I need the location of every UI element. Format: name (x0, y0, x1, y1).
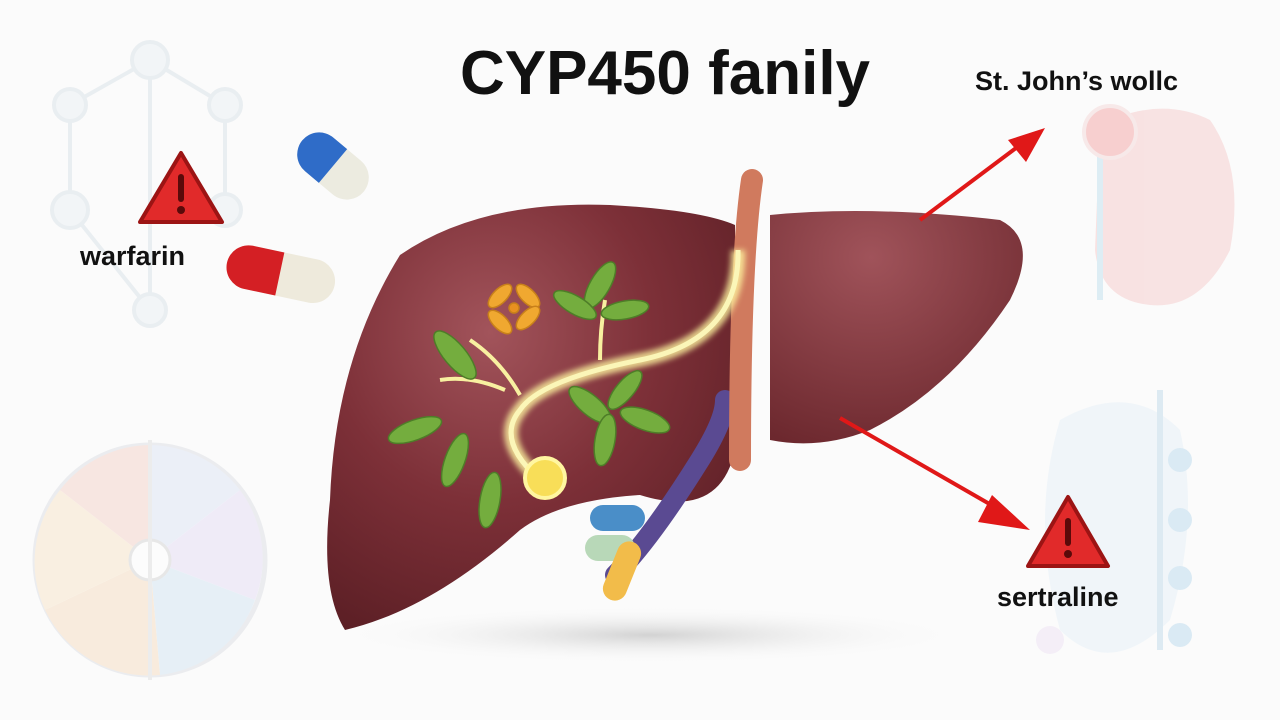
diagram-title: CYP450 fanily (459, 39, 871, 108)
liver-right-lobe (770, 211, 1023, 444)
warning-triangle-icon (138, 151, 224, 224)
drug-label-sertraline: sertraline (997, 582, 1119, 612)
pie-wheel-background-icon (32, 440, 268, 680)
arrow-to-herb (918, 128, 1045, 222)
red-capsule-icon (226, 245, 336, 304)
gallbladder-capsule-blue (590, 505, 645, 531)
stomach-background-icon (1082, 104, 1235, 306)
bile-duct-glow (439, 249, 746, 500)
warning-triangle-icon (1026, 495, 1110, 568)
herb-flower-icon (487, 283, 541, 335)
hepatic-artery (729, 169, 763, 471)
herb-label: St. John’s wollc (975, 66, 1179, 96)
liver-left-lobe (327, 204, 735, 631)
herb-leaves-icon (387, 261, 671, 529)
blue-capsule-icon (297, 132, 369, 200)
liver-shadow (320, 605, 980, 665)
kidney-background-icon (1036, 390, 1192, 654)
molecule-background-icon (50, 40, 243, 328)
arrow-to-sertraline (839, 416, 1030, 530)
gallbladder-capsule-yellow (602, 541, 642, 601)
drug-label-warfarin: warfarin (80, 241, 186, 271)
